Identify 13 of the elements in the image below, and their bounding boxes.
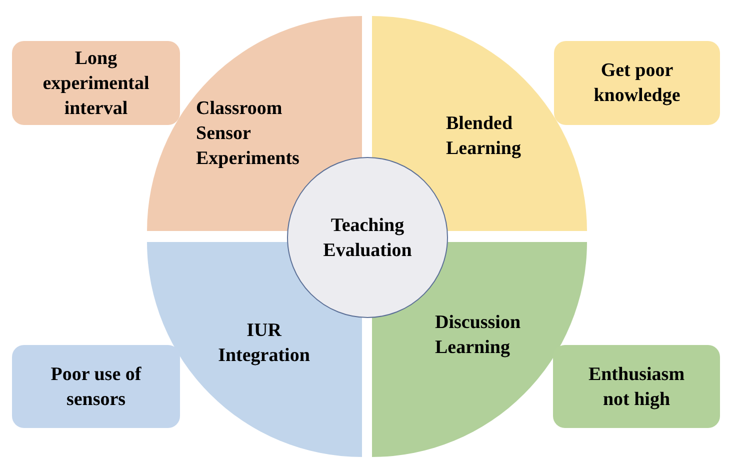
issue-label: Poor use of sensors: [50, 362, 142, 412]
issue-box: [12, 41, 180, 125]
center-label: Teaching Evaluation: [322, 214, 413, 262]
sector-label: Discussion Learning: [435, 311, 522, 360]
issue-label: Get poor knowledge: [592, 59, 682, 108]
issue-box: [12, 345, 180, 428]
sector-label: Blended Learning: [446, 112, 522, 161]
issue-label: Long experimental interval: [42, 46, 150, 120]
sector-label: IUR Integration: [217, 319, 311, 368]
sector-label: Classroom Sensor Experiments: [196, 97, 300, 171]
issue-box: [553, 345, 720, 428]
issue-label: Enthusiasm not high: [587, 362, 686, 412]
issue-box: [554, 41, 720, 125]
